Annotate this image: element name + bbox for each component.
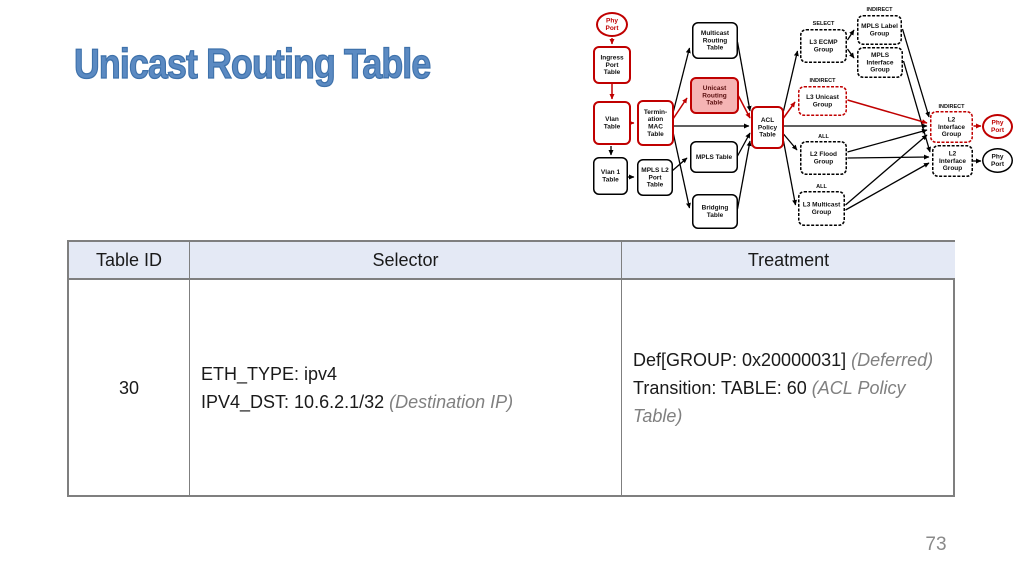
tag-select: SELECT — [812, 20, 835, 27]
node-acl-policy-table: ACL Policy Table — [751, 106, 784, 149]
column-header-selector: Selector — [190, 242, 622, 280]
tag-indirect-mpls-label: INDIRECT — [866, 6, 893, 13]
node-termination-mac-table: Termin- ation MAC Table — [637, 100, 674, 146]
selector-line-1: ETH_TYPE: ipv4 — [201, 360, 611, 388]
node-vlan-table: Vlan Table — [593, 101, 631, 145]
treatment-deferred-note: (Deferred) — [851, 349, 934, 370]
node-mpls-table: MPLS Table — [690, 141, 738, 173]
node-l3-ecmp-group: L3 ECMP Group — [800, 29, 847, 63]
selector-line-2: IPV4_DST: 10.6.2.1/32(Destination IP) — [201, 388, 611, 416]
tag-indirect-l2-interface: INDIRECT — [938, 103, 965, 110]
node-phy-port-egress-black: Phy Port — [982, 148, 1013, 173]
cell-selector: ETH_TYPE: ipv4 IPV4_DST: 10.6.2.1/32(Des… — [190, 280, 622, 495]
tag-all-l2-flood: ALL — [818, 133, 829, 140]
node-ingress-port-table: Ingress Port Table — [593, 46, 631, 84]
page-title: Unicast Routing Table — [73, 40, 431, 87]
node-l3-unicast-group: L3 Unicast Group — [798, 86, 847, 116]
selector-ipv4-dst: IPV4_DST: 10.6.2.1/32 — [201, 391, 385, 412]
node-unicast-routing-table: Unicast Routing Table — [690, 77, 739, 114]
diagram-connectors — [608, 28, 982, 211]
node-l2-interface-group-black: L2 Interface Group — [932, 145, 973, 177]
tag-all-l3-multicast: ALL — [816, 183, 827, 190]
selector-eth-type: ETH_TYPE: ipv4 — [201, 363, 338, 384]
treatment-acl-note: (ACL Policy Table) — [633, 377, 906, 426]
node-vlan-1-table: Vlan 1 Table — [593, 157, 628, 195]
node-l2-interface-group-red: L2 Interface Group — [930, 111, 973, 143]
treatment-text: Def[GROUP: 0x20000031](Deferred) Transit… — [633, 346, 945, 430]
tag-indirect-l3-unicast: INDIRECT — [809, 77, 836, 84]
pipeline-diagram: Phy Port Ingress Port Table Vlan Table V… — [580, 0, 1024, 232]
routing-flow-table: Table ID Selector Treatment 30 ETH_TYPE:… — [67, 240, 955, 497]
column-header-table-id: Table ID — [69, 242, 190, 280]
node-l3-multicast-group: L3 Multicast Group — [798, 191, 845, 226]
node-l2-flood-group: L2 Flood Group — [800, 141, 847, 175]
cell-table-id: 30 — [69, 280, 190, 495]
cell-treatment: Def[GROUP: 0x20000031](Deferred) Transit… — [622, 280, 955, 495]
treatment-transition: Transition: TABLE: 60 — [633, 377, 807, 398]
node-phy-port-ingress: Phy Port — [596, 12, 628, 37]
table-id-value: 30 — [118, 377, 140, 398]
node-phy-port-egress-red: Phy Port — [982, 114, 1013, 139]
slide-page-number: 73 — [925, 534, 947, 555]
treatment-group: Def[GROUP: 0x20000031] — [633, 349, 847, 370]
column-header-treatment: Treatment — [622, 242, 955, 280]
selector-note: (Destination IP) — [389, 391, 514, 412]
node-mpls-l2-port-table: MPLS L2 Port Table — [637, 159, 673, 196]
node-mpls-interface-group: MPLS Interface Group — [857, 47, 903, 78]
node-bridging-table: Bridging Table — [692, 194, 738, 229]
node-mpls-label-group: MPLS Label Group — [857, 15, 902, 45]
node-multicast-routing-table: Multicast Routing Table — [692, 22, 738, 59]
